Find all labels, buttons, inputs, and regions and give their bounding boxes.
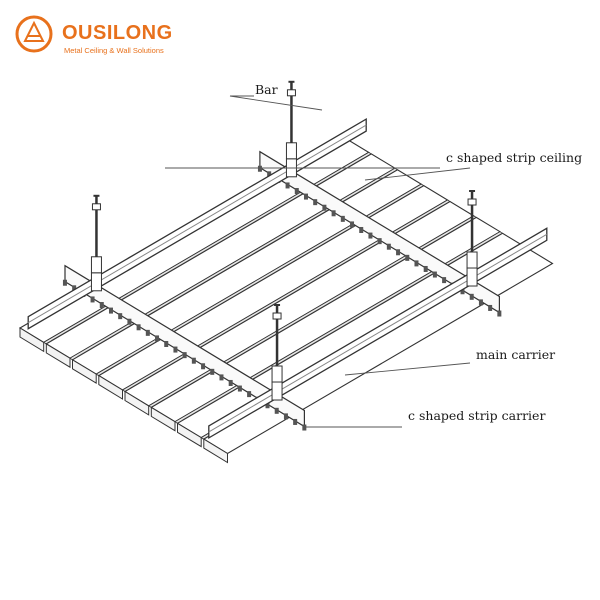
carrier-tooth: [118, 313, 123, 320]
brand-tagline: Metal Ceiling & Wall Solutions: [64, 46, 164, 55]
carrier-tooth: [442, 277, 447, 284]
carrier-tooth: [247, 391, 252, 398]
leader-line: [364, 167, 471, 181]
brand-name: OUSILONG: [62, 22, 173, 44]
rod-nut: [91, 203, 101, 211]
carrier-clip: [90, 272, 102, 292]
strip-panel-edge: [124, 390, 150, 416]
carrier-tooth: [405, 254, 410, 261]
carrier-tooth: [322, 204, 327, 211]
strip-panel-edge: [45, 343, 71, 369]
carrier-tooth: [350, 221, 355, 228]
carrier-tooth: [293, 418, 298, 425]
carrier-tooth: [488, 304, 493, 311]
carrier-tooth: [478, 299, 483, 306]
carrier-tooth: [210, 368, 215, 375]
hanger-bracket: [466, 251, 478, 269]
carrier-tooth: [274, 407, 279, 414]
carrier-tooth: [267, 171, 272, 178]
carrier-tooth: [285, 182, 290, 189]
carrier-tooth: [145, 329, 150, 336]
strip-panel-edge: [19, 327, 45, 353]
carrier-tooth: [302, 424, 307, 431]
carrier-tooth: [368, 232, 373, 239]
carrier-tooth: [228, 379, 233, 386]
carrier-tooth: [432, 271, 437, 278]
hanger-bracket: [285, 142, 297, 160]
carrier-tooth: [90, 296, 95, 303]
brand-logo: OUSILONG Metal Ceiling & Wall Solutions: [14, 12, 194, 56]
strip-panel-edge: [177, 422, 202, 448]
carrier-tooth: [62, 279, 67, 286]
hanger-rods: [90, 80, 478, 383]
leader-line: [229, 95, 323, 111]
carrier-tooth: [219, 374, 224, 381]
carrier-tooth: [201, 363, 206, 370]
strip-panel-edge: [72, 358, 97, 384]
strip-carriers: [62, 150, 502, 431]
rod-nut: [272, 312, 282, 320]
carrier-tooth: [182, 352, 187, 359]
carrier-tooth: [414, 260, 419, 267]
carrier-tooth: [237, 385, 242, 392]
carrier-clip: [466, 267, 478, 287]
carrier-tooth: [164, 340, 169, 347]
carrier-tooth: [469, 293, 474, 300]
logo-mark-icon: [15, 15, 53, 53]
carrier-tooth: [359, 226, 364, 233]
carrier-tooth: [377, 238, 382, 245]
carrier-tooth: [396, 249, 401, 256]
carrier-tooth: [294, 188, 299, 195]
leader-lines: [165, 95, 471, 428]
carrier-clip: [271, 381, 283, 401]
carrier-tooth: [386, 243, 391, 250]
carrier-tooth: [173, 346, 178, 353]
carrier-tooth: [127, 318, 132, 325]
carrier-tooth: [265, 402, 270, 409]
strip-panel-edge: [98, 374, 123, 400]
carrier-tooth: [72, 285, 77, 292]
label-bar: Bar: [255, 82, 278, 97]
carrier-tooth: [108, 307, 113, 314]
carrier-tooth: [331, 210, 336, 217]
carrier-tooth: [460, 288, 465, 295]
hanger-bracket: [90, 256, 102, 274]
strip-panel-edge: [150, 406, 176, 432]
leader-line: [344, 362, 471, 376]
carrier-tooth: [497, 310, 502, 317]
rod-nut: [467, 198, 477, 206]
rod-nut: [286, 89, 296, 97]
main-carrier-rib: [27, 124, 367, 324]
carrier-tooth: [283, 413, 288, 420]
strip-panel-edge: [203, 438, 228, 464]
carrier-tooth: [99, 302, 104, 309]
label-strip-carrier: c shaped strip carrier: [408, 408, 546, 423]
main-carrier-rib: [208, 233, 548, 433]
carrier-tooth: [155, 335, 160, 342]
label-main-carrier: main carrier: [476, 347, 556, 362]
hanger-bracket: [271, 365, 283, 383]
label-strip-ceiling: c shaped strip ceiling: [446, 150, 583, 165]
carrier-tooth: [303, 193, 308, 200]
carrier-tooth: [423, 265, 428, 272]
carrier-tooth: [313, 199, 318, 206]
carrier-tooth: [340, 215, 345, 222]
carrier-tooth: [136, 324, 141, 331]
main-carriers: [27, 117, 548, 440]
carrier-tooth: [257, 165, 262, 172]
carrier-tooth: [191, 357, 196, 364]
